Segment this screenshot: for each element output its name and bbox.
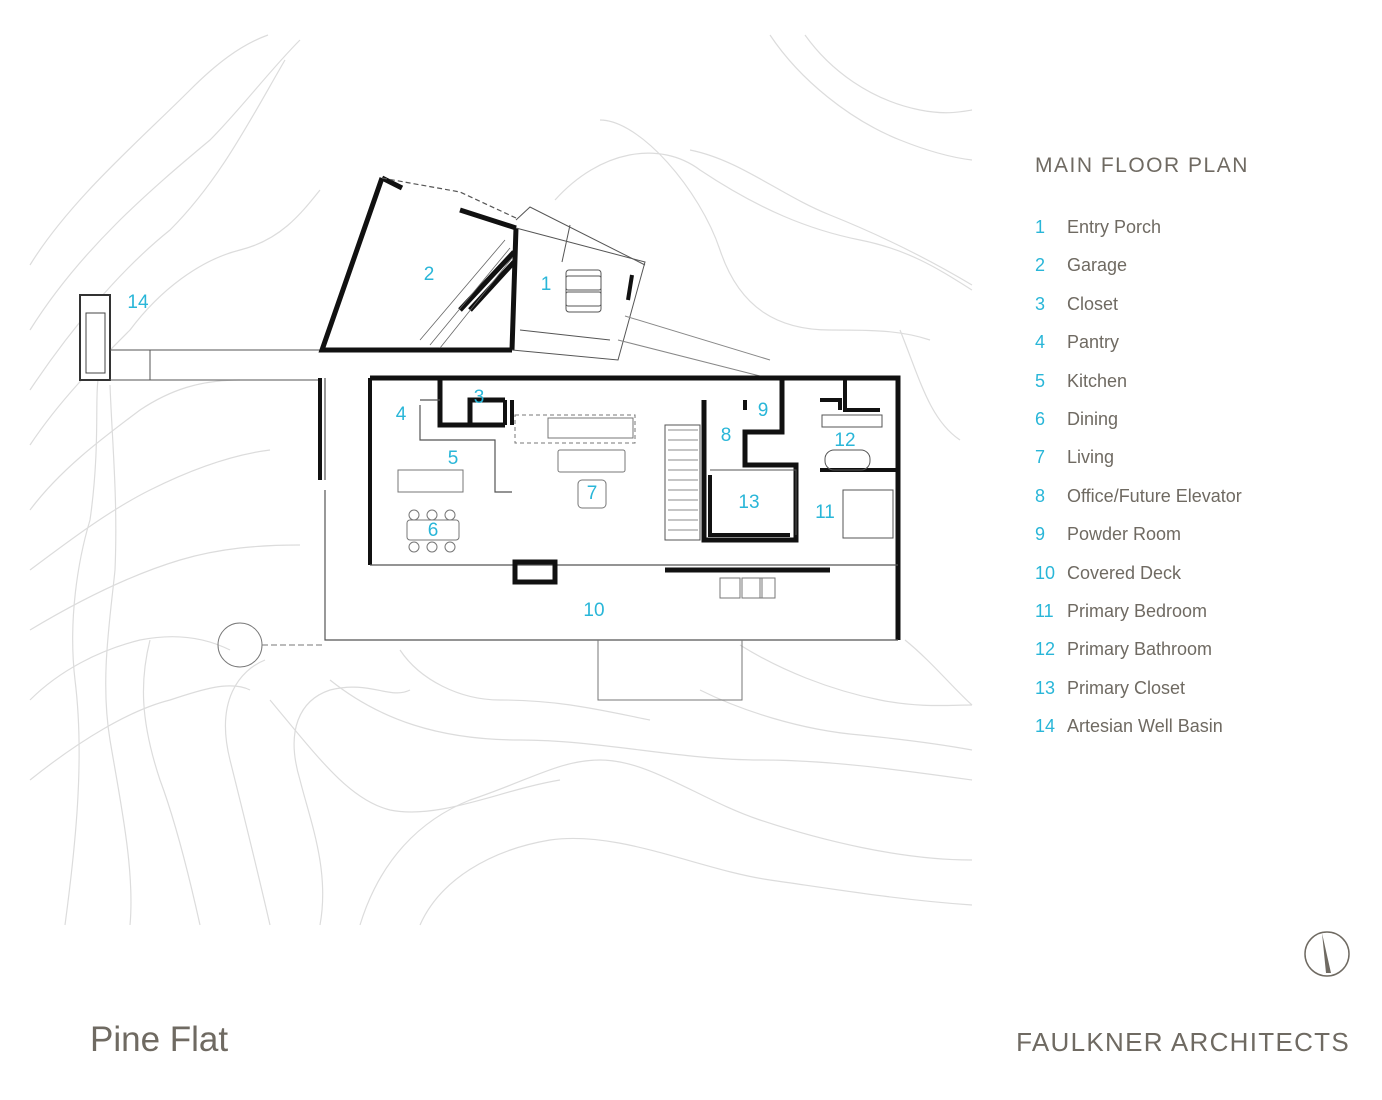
legend-list: 1 Entry Porch 2 Garage 3 Closet 4 Pantry 5 Ki… (1035, 217, 1365, 754)
room-number-7: 7 (587, 483, 598, 504)
legend-number: 3 (1035, 293, 1046, 314)
main-house-walls (318, 375, 901, 641)
legend-label: Covered Deck (1067, 562, 1182, 583)
room-number-5: 5 (448, 448, 459, 469)
legend-number: 11 (1035, 600, 1054, 621)
legend-label: Powder Room (1067, 524, 1182, 545)
room-number-3: 3 (474, 387, 485, 408)
legend-number: 6 (1035, 408, 1046, 429)
legend-label: Pantry (1067, 332, 1120, 353)
legend-item: 5 Kitchen (1035, 371, 1365, 409)
legend-label: Kitchen (1067, 370, 1128, 391)
legend-label: Primary Closet (1067, 677, 1186, 698)
room-number-6: 6 (428, 520, 439, 541)
artesian-well-basin (79, 294, 320, 381)
legend-item: 6 Dining (1035, 409, 1365, 447)
legend-label: Dining (1067, 408, 1119, 429)
legend-item: 4 Pantry (1035, 332, 1365, 370)
legend-number: 12 (1035, 639, 1056, 660)
legend-number: 7 (1035, 447, 1046, 468)
legend-item: 2 Garage (1035, 255, 1365, 293)
legend-item: 10 Covered Deck (1035, 563, 1365, 601)
legend-number: 2 (1035, 255, 1046, 276)
room-numbers: 1 2 3 4 5 6 7 8 9 10 11 12 13 14 (127, 264, 855, 621)
legend-number: 8 (1035, 485, 1046, 506)
legend-number: 13 (1035, 677, 1056, 698)
room-number-10: 10 (583, 600, 604, 621)
legend-label: Living (1067, 447, 1115, 468)
legend-item: 7 Living (1035, 447, 1365, 485)
legend-number: 14 (1035, 716, 1056, 737)
project-name: Pine Flat (90, 1020, 229, 1059)
legend-number: 1 (1035, 217, 1046, 237)
legend-number: 5 (1035, 370, 1046, 391)
legend-item: 13 Primary Closet (1035, 678, 1365, 716)
legend-label: Closet (1067, 293, 1119, 314)
legend-label: Office/Future Elevator (1067, 485, 1242, 506)
legend: MAIN FLOOR PLAN 1 Entry Porch 2 Garage 3 Cl… (1035, 154, 1365, 754)
legend-number: 9 (1035, 524, 1046, 545)
floor-plan-drawing: 1 2 3 4 5 6 7 8 9 10 11 12 13 14 (29, 34, 973, 926)
legend-label: Entry Porch (1067, 217, 1162, 237)
room-number-4: 4 (396, 404, 407, 425)
legend-item: 1 Entry Porch (1035, 217, 1365, 255)
legend-item: 8 Office/Future Elevator (1035, 486, 1365, 524)
room-number-14: 14 (127, 292, 149, 313)
room-number-13: 13 (738, 492, 759, 513)
legend-title: MAIN FLOOR PLAN (1035, 154, 1249, 177)
terrain-contours (29, 34, 973, 926)
entry-porch (511, 206, 771, 377)
legend-number: 4 (1035, 332, 1046, 353)
legend-item: 11 Primary Bedroom (1035, 601, 1365, 639)
room-number-2: 2 (424, 264, 435, 285)
legend-label: Primary Bedroom (1067, 600, 1208, 621)
site-elements (217, 622, 743, 701)
room-number-8: 8 (721, 425, 732, 446)
legend-number: 10 (1035, 562, 1056, 583)
north-arrow-icon (1304, 931, 1350, 977)
room-number-1: 1 (541, 274, 552, 295)
legend-item: 9 Powder Room (1035, 524, 1365, 562)
room-number-11: 11 (815, 502, 835, 523)
legend-item: 14 Artesian Well Basin (1035, 716, 1365, 754)
furniture (397, 414, 776, 599)
legend-item: 3 Closet (1035, 294, 1365, 332)
garage-walls (318, 175, 519, 353)
room-number-12: 12 (834, 430, 855, 451)
firm-name: FAULKNER ARCHITECTS (1016, 1027, 1350, 1057)
legend-label: Artesian Well Basin (1067, 716, 1223, 737)
legend-label: Primary Bathroom (1067, 639, 1213, 660)
legend-item: 12 Primary Bathroom (1035, 639, 1365, 677)
legend-label: Garage (1067, 255, 1128, 276)
room-number-9: 9 (758, 400, 769, 421)
